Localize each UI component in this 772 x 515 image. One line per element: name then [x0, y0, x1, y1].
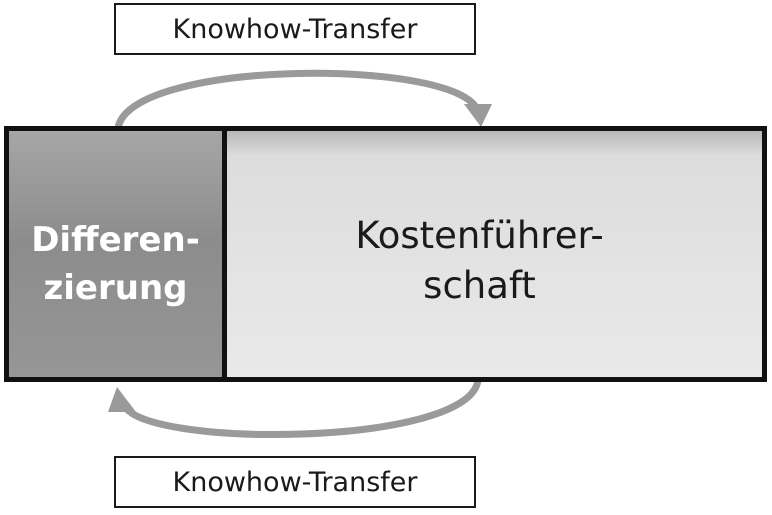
top-arrow-head — [464, 104, 492, 127]
cost-leadership-label: Kostenführer- schaft — [355, 211, 603, 311]
top-arrow-arc — [114, 69, 482, 132]
bottom-label: Knowhow-Transfer — [172, 466, 418, 498]
differentiation-panel: Differen- zierung — [9, 131, 227, 377]
differentiation-line-2: zierung — [43, 268, 188, 308]
top-label: Knowhow-Transfer — [172, 13, 418, 45]
cost-leadership-line-1: Kostenführer- — [355, 214, 604, 257]
bottom-label-box: Knowhow-Transfer — [114, 456, 476, 508]
bottom-arrow-head — [108, 387, 136, 412]
top-label-box: Knowhow-Transfer — [114, 3, 476, 55]
differentiation-line-1: Differen- — [31, 220, 200, 260]
cost-leadership-panel: Kostenführer- schaft — [227, 131, 762, 377]
cost-leadership-line-2: schaft — [423, 264, 536, 307]
strategy-frame: Differen- zierung Kostenführer- schaft — [4, 126, 767, 382]
bottom-arrow-arc — [120, 376, 482, 438]
differentiation-label: Differen- zierung — [31, 216, 200, 312]
